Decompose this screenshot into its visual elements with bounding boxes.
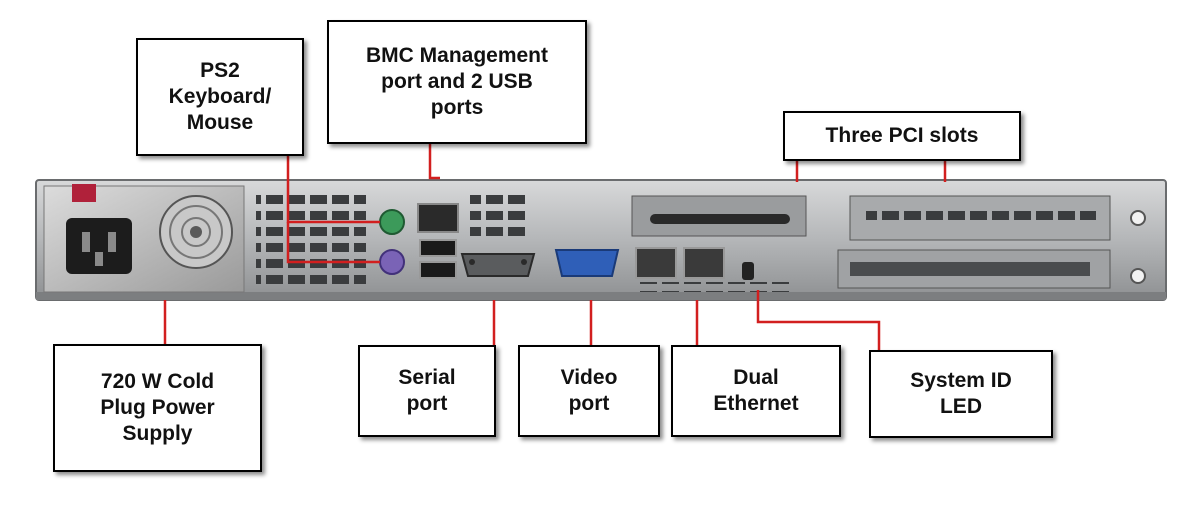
leader-lines bbox=[163, 143, 947, 352]
serial-port-label: Serial port bbox=[358, 345, 496, 437]
ps2-keyboard-mouse-label: PS2 Keyboard/ Mouse bbox=[136, 38, 304, 156]
power-latch bbox=[72, 184, 96, 202]
serial-port bbox=[460, 253, 536, 277]
vent-grille bbox=[256, 188, 366, 288]
chassis-bottom-edge bbox=[36, 292, 1166, 300]
vga-port bbox=[554, 249, 620, 277]
power-supply-label: 720 W Cold Plug Power Supply bbox=[53, 344, 262, 472]
video-port-label: Video port bbox=[518, 345, 660, 437]
leader-line-ps2 bbox=[286, 222, 380, 264]
usb-port bbox=[419, 239, 457, 257]
vent-grille bbox=[470, 190, 530, 240]
ps2-mouse-port bbox=[379, 249, 405, 275]
power-supply bbox=[43, 184, 245, 293]
usb-port bbox=[419, 261, 457, 279]
ethernet-port-2 bbox=[683, 247, 725, 279]
bmc-management-usb-label: BMC Management port and 2 USB ports bbox=[327, 20, 587, 144]
three-pci-slots-label: Three PCI slots bbox=[783, 111, 1021, 161]
ethernet-port-1 bbox=[635, 247, 677, 279]
system-id-led-label: System ID LED bbox=[869, 350, 1053, 438]
bmc-ethernet-port bbox=[417, 203, 459, 233]
leader-line-system-id bbox=[756, 290, 881, 352]
system-id-led bbox=[742, 262, 754, 280]
dual-ethernet-label: Dual Ethernet bbox=[671, 345, 841, 437]
pci-slots bbox=[631, 195, 1111, 289]
leader-line-bmc bbox=[428, 143, 440, 180]
ps2-keyboard-port bbox=[379, 209, 405, 235]
vent-grille bbox=[640, 282, 790, 292]
